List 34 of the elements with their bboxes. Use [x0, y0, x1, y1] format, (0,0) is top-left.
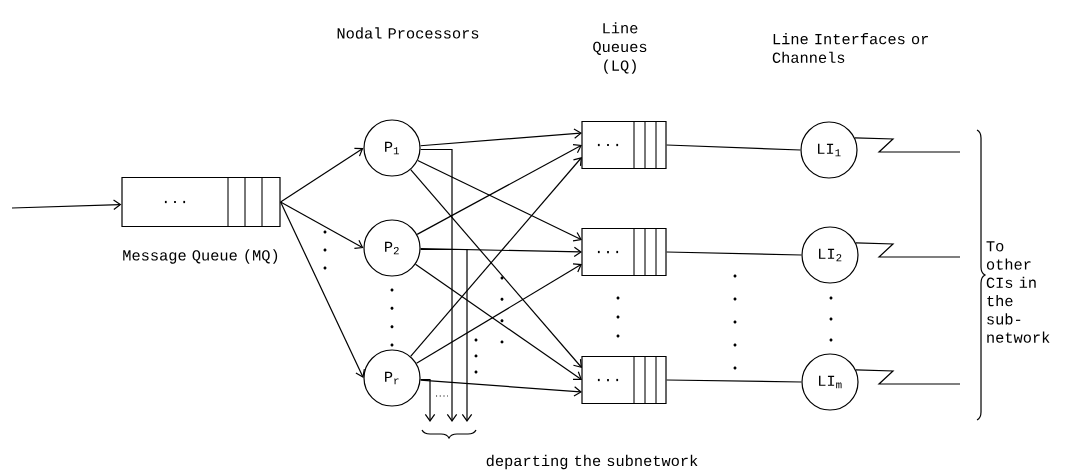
- circle-node: P$_{1}$: [363, 119, 421, 177]
- node-caption: Message Queue (MQ): [123, 249, 278, 264]
- arrow: [419, 379, 582, 397]
- circle-node: LI$_{m}$: [801, 353, 859, 411]
- heading-label: Line Interfaces or Channels: [772, 33, 928, 63]
- arrow: [417, 159, 582, 242]
- line: [855, 369, 961, 385]
- arrow: [416, 144, 582, 235]
- arrow: [419, 248, 473, 422]
- arrow: [280, 147, 364, 203]
- line: [855, 242, 961, 258]
- arrow: [419, 378, 436, 422]
- arrow: [419, 128, 582, 147]
- side-note: To other CIs in the sub- network: [986, 241, 1050, 343]
- arrow: [280, 201, 365, 378]
- line: [666, 251, 802, 256]
- arrow: [11, 199, 122, 211]
- queue-box: ...: [581, 227, 667, 277]
- heading-label: Nodal Processors: [337, 27, 479, 39]
- line: [666, 144, 801, 151]
- heading-label: Line Queues (LQ): [593, 22, 647, 74]
- line: [854, 137, 961, 153]
- circle-node: P$_{r}$: [363, 349, 421, 407]
- circle-node: LI$_{1}$: [800, 121, 858, 179]
- heading-label: departing the subnetwork: [486, 454, 698, 470]
- queue-box: ...: [581, 120, 667, 170]
- circle-node: LI$_{2}$: [801, 226, 859, 284]
- queue-box: ...: [581, 355, 667, 405]
- queue-box: ...: [121, 176, 281, 228]
- line: [666, 379, 802, 383]
- arrow: [419, 148, 458, 422]
- circle-node: P$_{2}$: [363, 219, 421, 277]
- arrow: [280, 201, 364, 249]
- arrow: [420, 246, 582, 258]
